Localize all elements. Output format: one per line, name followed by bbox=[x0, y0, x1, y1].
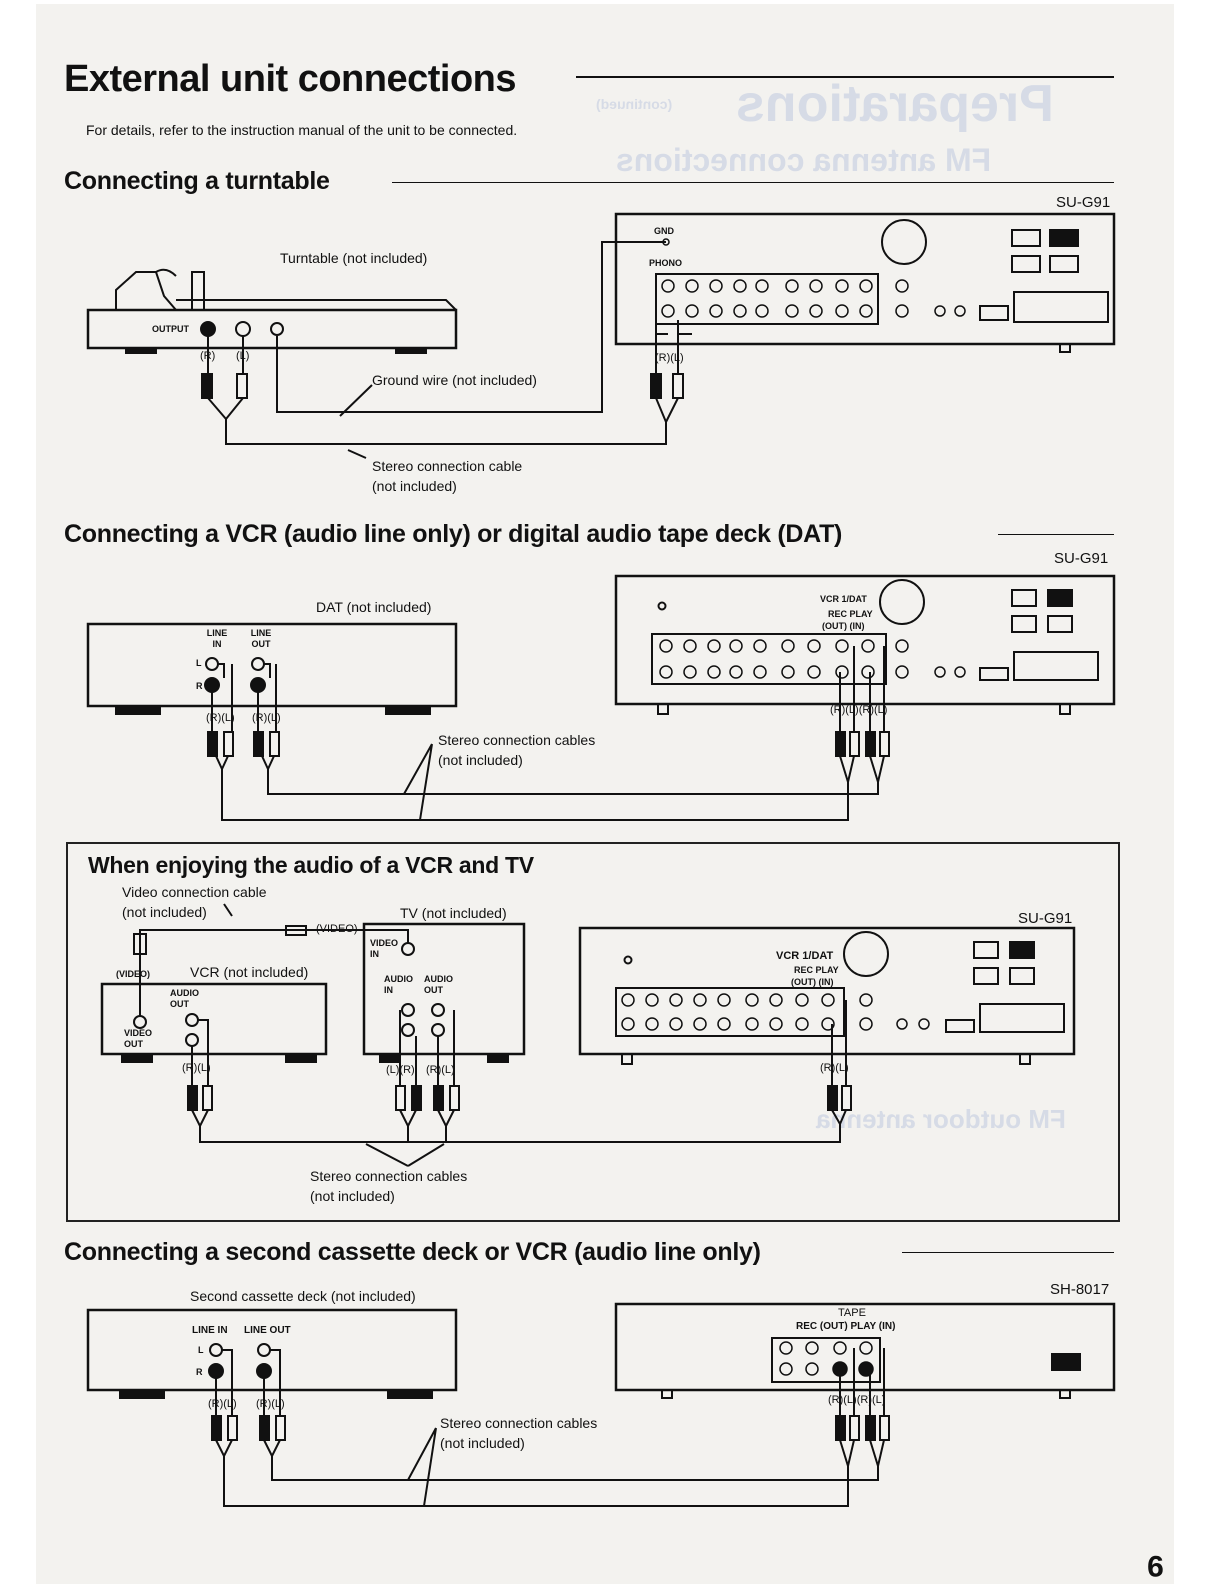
cassette-l-label: L bbox=[198, 1345, 204, 1355]
turntable-label: Turntable (not included) bbox=[280, 250, 428, 266]
tv-video-in: VIDEO IN bbox=[370, 938, 399, 959]
amp3-outin-label: (OUT) (IN) bbox=[791, 977, 834, 987]
turntable-output-label: OUTPUT bbox=[152, 324, 189, 334]
amp4-jack-label: (R)(L)(R)(L) bbox=[828, 1394, 886, 1406]
vcr-tv-wires bbox=[187, 1000, 852, 1167]
vcr-tv-cable-label-2: (not included) bbox=[310, 1188, 395, 1204]
amp4-jacks bbox=[779, 1341, 874, 1377]
manual-page: Preparations (continued) FM antenna conn… bbox=[36, 4, 1174, 1584]
vcr-tv-model: SU-G91 bbox=[1018, 910, 1073, 927]
amp3-recplay-label: REC PLAY bbox=[794, 965, 839, 975]
amp1-gnd-label: GND bbox=[654, 226, 674, 236]
amp4-recplay-label: REC (OUT) PLAY (IN) bbox=[796, 1321, 896, 1332]
amp1-jacks bbox=[661, 238, 966, 318]
dat-wires bbox=[207, 646, 890, 821]
turntable-rule bbox=[392, 182, 1114, 183]
turntable-drawing bbox=[86, 268, 458, 354]
dat-r-label: R bbox=[196, 681, 203, 691]
vcr-tv-cable-label-1: Stereo connection cables bbox=[310, 1168, 468, 1184]
amp3-jack-label: (R)(L) bbox=[820, 1062, 849, 1074]
dat-cable-label-2: (not included) bbox=[438, 752, 523, 768]
dat-l-label: L bbox=[196, 658, 202, 668]
cassette-line-in: LINE IN bbox=[192, 1325, 228, 1336]
cassette-wires bbox=[211, 1348, 890, 1507]
dat-jacks-in: (R)(L) bbox=[206, 712, 235, 724]
amp3-vcr-label: VCR 1/DAT bbox=[776, 950, 834, 962]
dat-deck bbox=[86, 622, 458, 715]
video-cable bbox=[133, 903, 409, 1016]
cassette-deck bbox=[86, 1308, 458, 1399]
cassette-heading: Connecting a second cassette deck or VCR… bbox=[64, 1238, 761, 1266]
vcr-audio-out: AUDIO OUT bbox=[170, 988, 199, 1009]
amp2-vcr-label: VCR 1/DAT bbox=[820, 594, 867, 604]
amp3-panel bbox=[578, 926, 1076, 1065]
vcr-video-tag: (VIDEO) bbox=[116, 969, 151, 979]
amp1-jack-label: (R)(L) bbox=[655, 352, 684, 364]
dat-jacks-out: (R)(L) bbox=[252, 712, 281, 724]
turntable-model: SU-G91 bbox=[1056, 194, 1111, 211]
dat-line-out: LINE OUT bbox=[250, 628, 272, 649]
tv-jack-label-2: (R)(L) bbox=[426, 1064, 455, 1076]
dat-model: SU-G91 bbox=[1054, 550, 1109, 567]
dat-heading: Connecting a VCR (audio line only) or di… bbox=[64, 520, 843, 548]
amp2-outin-label: (OUT) (IN) bbox=[822, 621, 865, 631]
tv-audio-in: AUDIO IN bbox=[384, 974, 413, 995]
amp1-panel bbox=[614, 212, 1116, 353]
dat-rule bbox=[998, 534, 1114, 535]
dat-label: DAT (not included) bbox=[316, 599, 432, 615]
turntable-wires bbox=[201, 241, 692, 459]
turntable-cable-label-2: (not included) bbox=[372, 478, 457, 494]
amp1-phono-label: PHONO bbox=[649, 258, 683, 268]
amp3-jacks bbox=[621, 993, 930, 1031]
amp2-jacks bbox=[659, 639, 966, 679]
vcr-tv-heading: When enjoying the audio of a VCR and TV bbox=[88, 852, 534, 878]
amp4-panel bbox=[614, 1302, 1116, 1399]
video-cable-label-2: (not included) bbox=[122, 904, 207, 920]
intro-text: For details, refer to the instruction ma… bbox=[86, 122, 518, 138]
tv-device bbox=[362, 922, 526, 1063]
turntable-heading: Connecting a turntable bbox=[64, 167, 330, 195]
amp2-jack-label: (R)(L)(R)(L) bbox=[830, 704, 888, 716]
wiring-diagrams bbox=[86, 212, 1116, 1507]
amp2-recplay-label: REC PLAY bbox=[828, 609, 873, 619]
amp4-tape-label: TAPE bbox=[838, 1307, 866, 1319]
vcr-video-out: VIDEO OUT bbox=[124, 1028, 153, 1049]
page-title: External unit connections bbox=[64, 58, 517, 100]
video-cable-label-1: Video connection cable bbox=[122, 884, 267, 900]
dat-cable-label-1: Stereo connection cables bbox=[438, 732, 596, 748]
ground-wire-label: Ground wire (not included) bbox=[372, 372, 537, 388]
cassette-label: Second cassette deck (not included) bbox=[190, 1288, 416, 1304]
cassette-rule bbox=[902, 1252, 1114, 1253]
vcr-jack-label: (R)(L) bbox=[182, 1062, 211, 1074]
cassette-cable-label-2: (not included) bbox=[440, 1435, 525, 1451]
tv-audio-out: AUDIO OUT bbox=[424, 974, 453, 995]
vcr-label: VCR (not included) bbox=[190, 964, 309, 980]
cassette-line-out: LINE OUT bbox=[244, 1325, 291, 1336]
cassette-r-label: R bbox=[196, 1367, 203, 1377]
dat-line-in: LINE IN bbox=[206, 628, 228, 649]
cassette-cable-label-1: Stereo connection cables bbox=[440, 1415, 598, 1431]
turntable-cable-label-1: Stereo connection cable bbox=[372, 458, 523, 474]
vcr-device bbox=[100, 982, 328, 1063]
amp2-panel bbox=[614, 574, 1116, 715]
tv-label: TV (not included) bbox=[400, 905, 507, 921]
title-rule bbox=[576, 76, 1114, 78]
vcr-tv-box bbox=[66, 842, 1120, 1222]
cassette-model: SH-8017 bbox=[1050, 1281, 1110, 1298]
